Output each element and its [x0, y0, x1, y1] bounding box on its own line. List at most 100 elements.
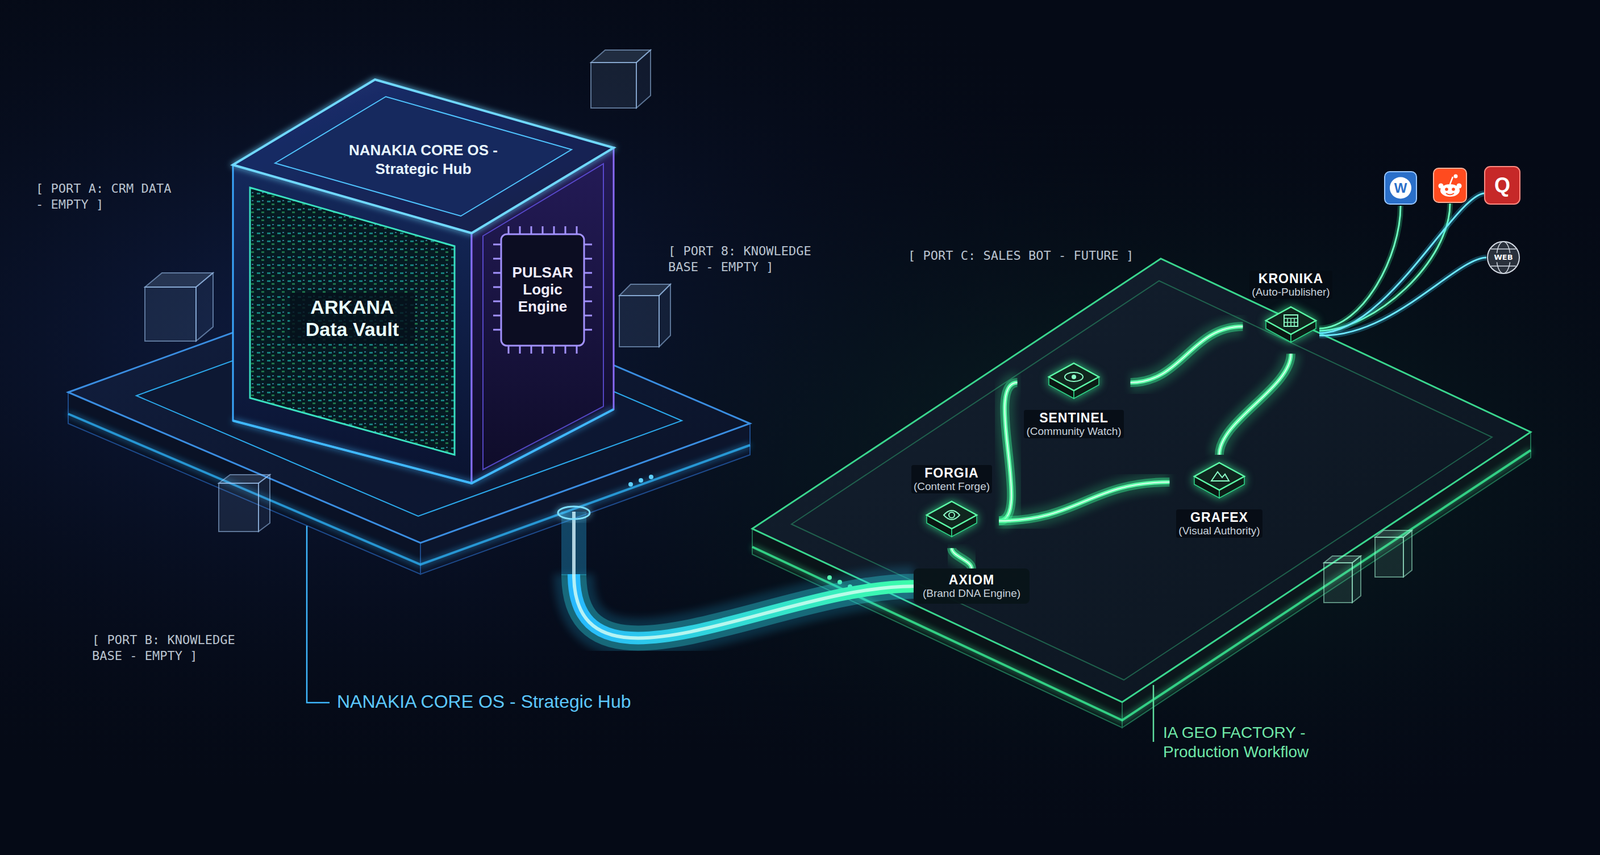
- reddit-antenna-tip: [1453, 174, 1458, 179]
- publish-line-glow: [1319, 205, 1401, 329]
- glass-box: [1352, 555, 1361, 603]
- glass-box: [1323, 562, 1353, 603]
- leader-lines: [306, 525, 1154, 742]
- publish-line: [1319, 257, 1487, 336]
- reddit-icon: [1433, 168, 1467, 203]
- module-label: SENTINEL(Community Watch): [1023, 409, 1124, 439]
- tile-part: [1064, 372, 1083, 382]
- tile-part: [943, 510, 960, 520]
- module-subtitle: (Content Forge): [913, 480, 990, 493]
- module-name: KRONIKA: [1258, 271, 1324, 286]
- port-label: [ PORT 8: KNOWLEDGE BASE - EMPTY ]: [668, 243, 818, 275]
- module-tile: [923, 497, 981, 544]
- glass-box: [659, 284, 671, 347]
- reddit-antenna: [1450, 176, 1453, 185]
- module-name: AXIOM: [948, 572, 995, 587]
- tile-part: [948, 511, 955, 518]
- connector-glow: [998, 382, 1018, 521]
- data-vault-panel: ARKANA Data Vault: [255, 244, 449, 393]
- status-led: [628, 481, 633, 487]
- workflow-module: SENTINEL(Community Watch): [1017, 355, 1131, 443]
- workflow-module: KRONIKA(Auto-Publisher): [1242, 265, 1339, 354]
- web-globe-parallel: [1490, 265, 1516, 267]
- leader-line: [1152, 684, 1155, 742]
- publish-line-glow: [1319, 203, 1450, 331]
- connector-line: [951, 547, 972, 569]
- publish-line: [1319, 203, 1450, 331]
- glass-box: [144, 286, 197, 341]
- connector-glow: [573, 573, 914, 638]
- connector-line: [573, 573, 914, 638]
- port-label: [ PORT A: CRM DATA - EMPTY ]: [35, 180, 185, 212]
- leader-line: [306, 525, 330, 703]
- module-label: GRAFEX(Visual Authority): [1176, 509, 1262, 538]
- factory-heading: IA GEO FACTORY - Production Workflow: [1163, 722, 1351, 761]
- connector-glow: [951, 547, 972, 569]
- module-subtitle: (Visual Authority): [1178, 524, 1260, 537]
- connector-glow: [1219, 353, 1291, 455]
- web-globe-label: WEB: [1492, 252, 1515, 262]
- tile-part: [1211, 471, 1229, 481]
- flow-connector: [1219, 353, 1291, 455]
- pipe-stub-core: [572, 511, 576, 575]
- publish-line: [1319, 205, 1401, 329]
- publish-line-glow: [1319, 257, 1487, 336]
- port-label: [ PORT C: SALES BOT - FUTURE ]: [907, 247, 1134, 264]
- logic-chip-body: [501, 234, 585, 346]
- connector-glow: [573, 573, 914, 638]
- cube-title: NANAKIA CORE OS - Strategic Hub: [348, 140, 498, 178]
- connector-glow: [1219, 353, 1291, 455]
- module-label: FORGIA(Content Forge): [911, 464, 993, 494]
- quora-icon: [1484, 166, 1520, 204]
- tile-part: [1284, 314, 1298, 327]
- platform-icons: [1384, 166, 1520, 274]
- cube-top-panel: [275, 96, 572, 216]
- pipe-socket: [557, 506, 590, 575]
- wordpress-icon: [1384, 171, 1417, 204]
- connector-glow: [998, 382, 1018, 521]
- module-label: AXIOM(Brand DNA Engine): [920, 571, 1023, 600]
- connector-glow: [951, 547, 972, 569]
- connector-glow: [998, 382, 1018, 521]
- flow-connector: [1130, 326, 1244, 383]
- chip-frame: [482, 163, 604, 470]
- reddit-smile: [1446, 193, 1454, 195]
- logic-chip: PULSAR Logic Engine: [494, 227, 591, 353]
- module-tile: [1045, 359, 1103, 406]
- reddit-eye: [1451, 187, 1456, 191]
- glass-ports: [144, 50, 671, 532]
- core-cube: NANAKIA CORE OS - Strategic HubARKANA Da…: [232, 79, 614, 483]
- connector-glow: [1130, 326, 1244, 383]
- glass-box: [258, 474, 270, 532]
- connector-glow: [998, 481, 1170, 521]
- pipe-stub: [567, 511, 581, 575]
- reddit-head: [1440, 184, 1460, 197]
- connector-glow: [998, 481, 1170, 521]
- cube-edge-glow: [470, 232, 473, 483]
- module-name: GRAFEX: [1190, 509, 1249, 525]
- connector-line: [1219, 353, 1291, 455]
- web-globe-parallel: [1490, 248, 1516, 250]
- connector-glow: [998, 481, 1170, 521]
- workflow-module: AXIOM(Brand DNA Engine): [913, 568, 1030, 604]
- status-led: [648, 474, 654, 479]
- module-tile: [1262, 303, 1320, 349]
- glass-box: [218, 482, 259, 532]
- tile-part: [1048, 363, 1099, 391]
- chip-title: PULSAR Logic Engine: [508, 264, 577, 316]
- port-label: [ PORT B: KNOWLEDGE BASE - EMPTY ]: [92, 631, 263, 664]
- glass-box: [636, 50, 651, 108]
- module-subtitle: (Auto-Publisher): [1251, 285, 1330, 299]
- glass-box: [590, 62, 637, 108]
- connector-line: [998, 481, 1170, 521]
- chip-pins: [493, 226, 593, 354]
- tile-part: [1265, 306, 1316, 335]
- quora-logo-letter: Q: [1484, 166, 1520, 204]
- factory-platform: IA GEO FACTORY - Production WorkflowAXIO…: [752, 258, 1531, 728]
- connector-glow: [1219, 353, 1291, 455]
- connector-glow: [1130, 326, 1244, 383]
